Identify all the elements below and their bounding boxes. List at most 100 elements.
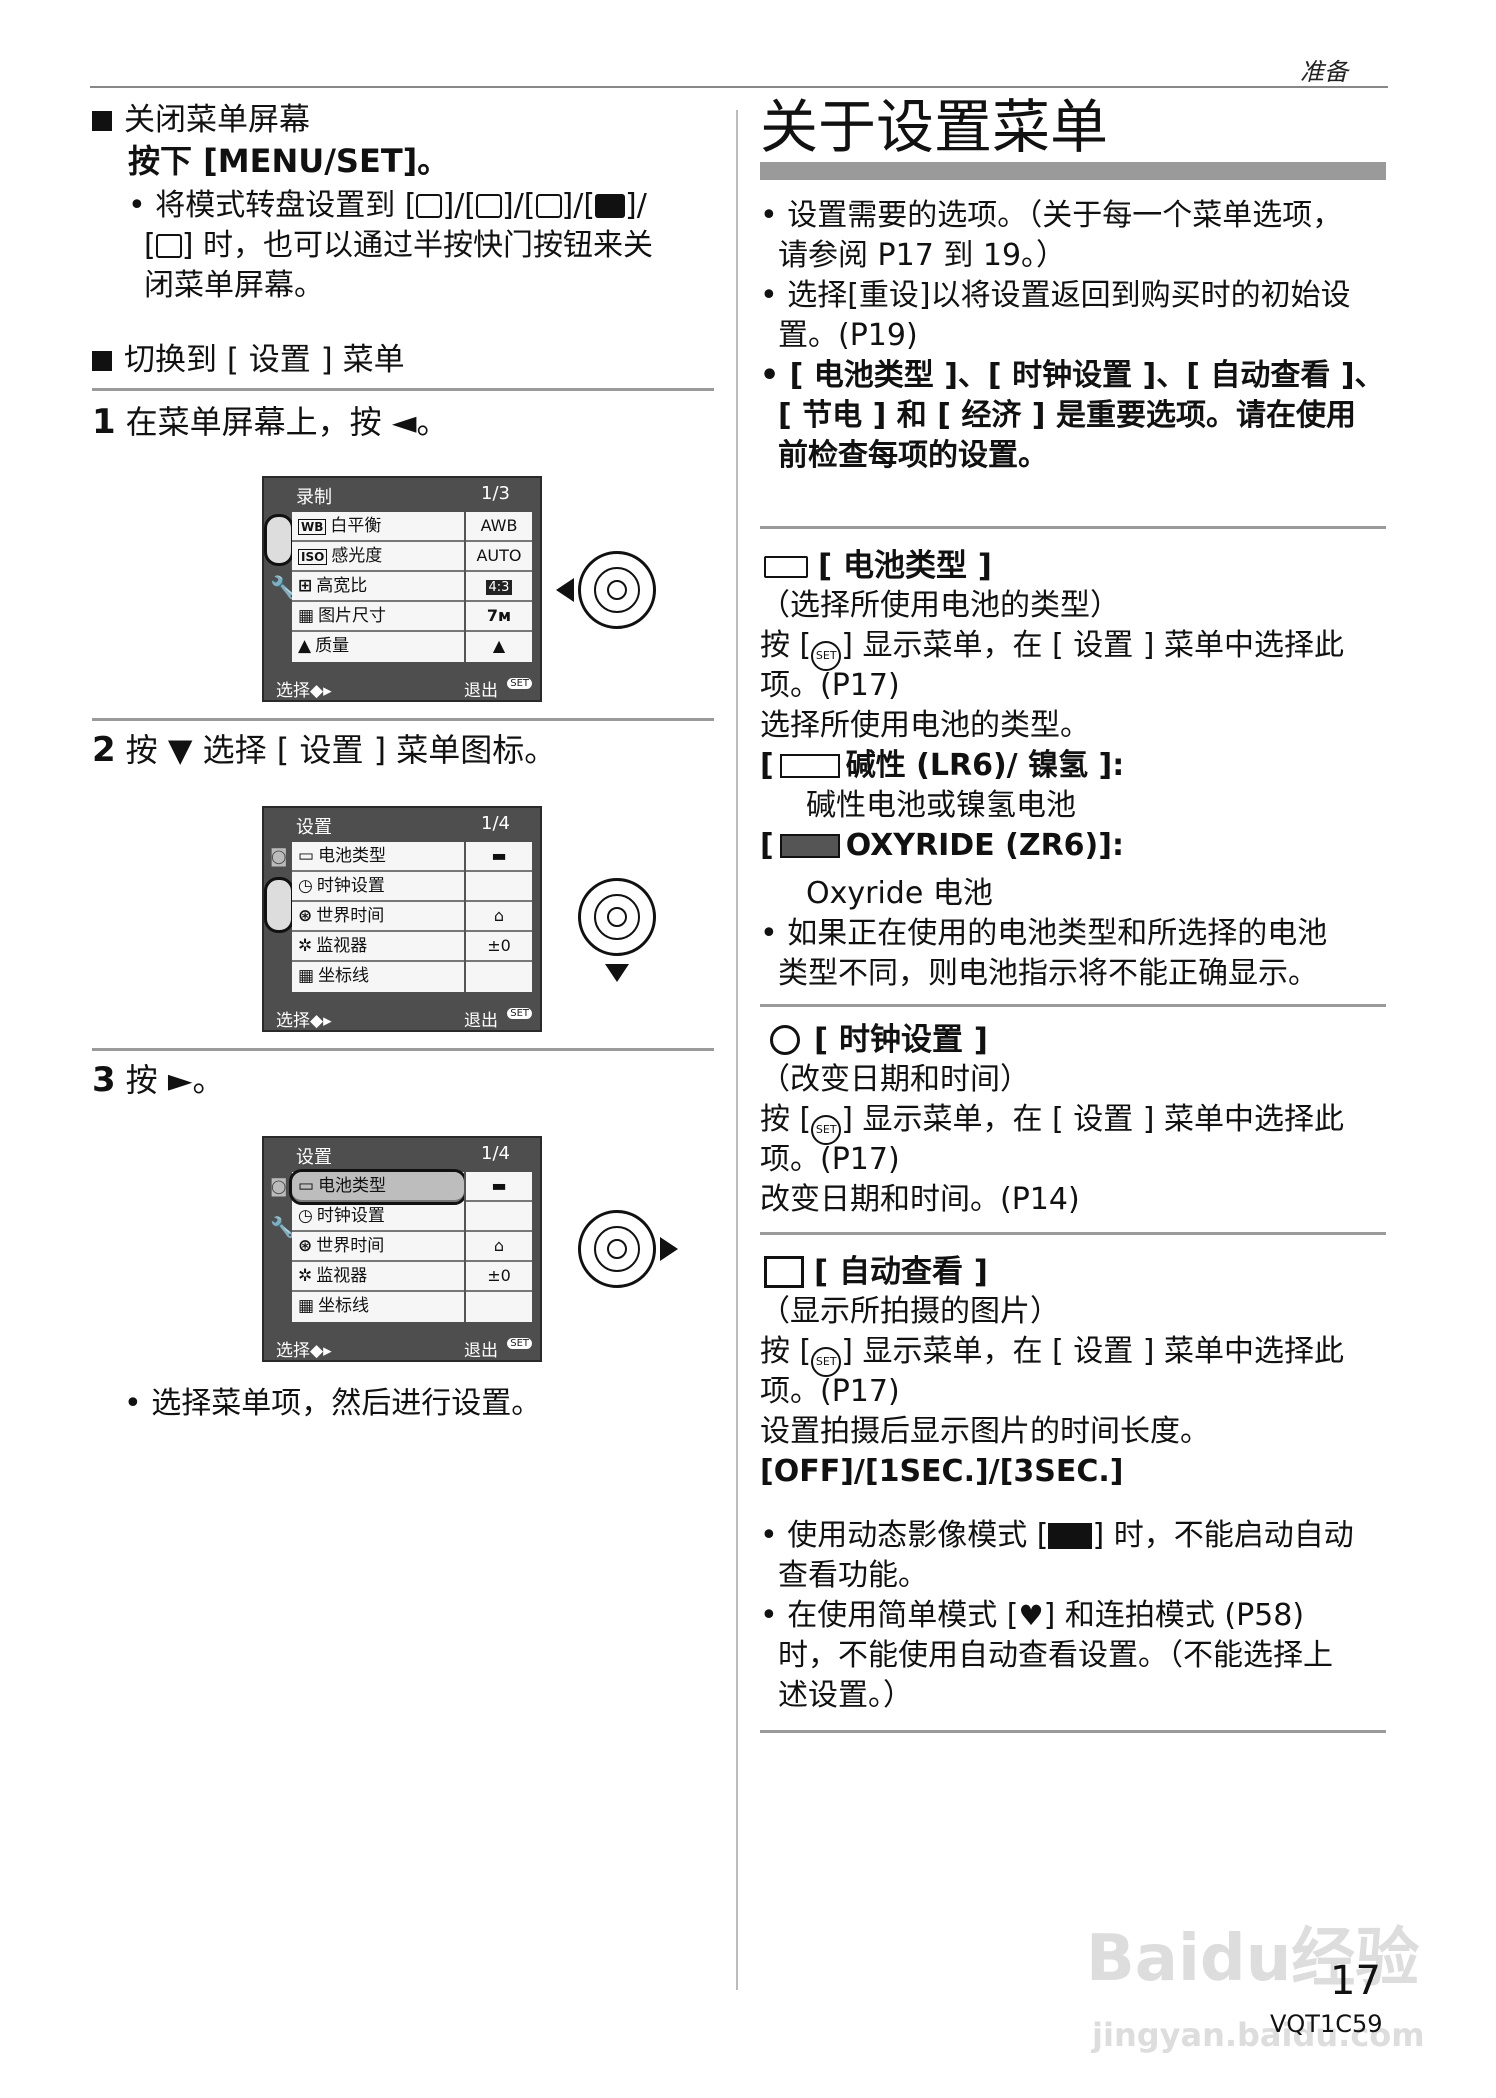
row-value: ±0 <box>466 1262 532 1292</box>
row-label: 时钟设置 <box>316 1206 385 1226</box>
note-text-d: ]/[ <box>561 188 596 223</box>
row-value <box>466 872 532 902</box>
step-number: 2 <box>92 730 116 770</box>
menu-set-button-icon: SET <box>811 1115 842 1145</box>
review-note-2-cont2: 述设置。） <box>778 1678 913 1713</box>
row-badge: WB <box>298 519 327 535</box>
screen-title: 录制 <box>296 487 332 508</box>
menu-row[interactable]: ▭电池类型 <box>292 842 464 872</box>
review-note-2-cont: 时，不能使用自动查看设置。（不能选择上 <box>778 1638 1333 1673</box>
review-press: 按 [SET] 显示菜单，在 [ 设置 ] 菜单中选择此 <box>760 1332 1344 1377</box>
menu-row[interactable]: ▦图片尺寸 <box>292 602 464 632</box>
review-desc: 设置拍摄后显示图片的时间长度。 <box>760 1414 1210 1449</box>
intro-line: • [ 电池类型 ]、[ 时钟设置 ]、[ 自动查看 ]、 <box>760 358 1385 393</box>
step-rule <box>92 1048 714 1051</box>
footer-select: 选择◆▸ <box>276 1011 332 1031</box>
row-value: AUTO <box>466 542 532 572</box>
battery-note: • 如果正在使用的电池类型和所选择的电池 <box>760 916 1328 951</box>
note-text: ] 和连拍模式 (P58) <box>1043 1598 1305 1633</box>
row-label: 世界时间 <box>316 906 385 926</box>
row-badge: ⊛ <box>298 1236 313 1256</box>
row-badge: ▦ <box>298 1296 315 1316</box>
review-note-1-cont: 查看功能。 <box>778 1558 928 1593</box>
clock-desc: 改变日期和时间。(P14) <box>760 1182 1080 1217</box>
battery-option-oxyride-desc: Oxyride 电池 <box>806 876 993 911</box>
menu-tabs: ◙ <box>264 844 294 933</box>
menu-row[interactable]: ⊛世界时间 <box>292 1232 464 1262</box>
set-button-icon: SET <box>507 678 532 689</box>
menu-row[interactable]: ◷时钟设置 <box>292 872 464 902</box>
row-label: 白平衡 <box>330 516 382 536</box>
header-rule <box>90 86 1388 88</box>
clock-press: 按 [SET] 显示菜单，在 [ 设置 ] 菜单中选择此 <box>760 1100 1344 1145</box>
motion-picture-icon <box>155 234 182 258</box>
row-value <box>466 962 532 992</box>
note-text-f: ] 时，也可以通过半按快门按钮来关 <box>181 228 653 263</box>
auto-mode-icon <box>476 194 502 218</box>
document-code: VQT1C59 <box>1270 2010 1383 2038</box>
press-b: ] 显示菜单，在 [ 设置 ] 菜单中选择此 <box>841 628 1345 663</box>
close-menu-note-line2: [] 时，也可以通过半按快门按钮来关 <box>144 228 653 263</box>
down-arrow-icon <box>605 964 629 982</box>
battery-option-alkaline: [碱性 (LR6)/ 镍氢 ]: <box>760 748 1125 783</box>
intro-line: 前检查每项的设置。 <box>778 438 1048 473</box>
auto-review-icon <box>764 1256 804 1288</box>
note-text: • 在使用简单模式 [ <box>760 1598 1019 1633</box>
screen-title: 设置 <box>296 1147 332 1168</box>
close-menu-press: 按下 [MENU/SET]。 <box>128 142 450 180</box>
camera-mode-icon <box>416 194 443 218</box>
row-badge: ▲ <box>298 636 312 656</box>
page-title: 关于设置菜单 <box>760 93 1109 161</box>
menu-row[interactable]: ▦坐标线 <box>292 962 464 992</box>
menu-tabs: ◙ 🔧 <box>270 1174 295 1239</box>
note-text: ] 时，不能启动自动 <box>1092 1518 1354 1553</box>
set-button-icon: SET <box>507 1008 532 1019</box>
press-a: 按 [ <box>760 1334 812 1369</box>
intro-line: • 选择[重设]以将设置返回到购买时的初始设 <box>760 278 1351 313</box>
menu-row[interactable]: ▦坐标线 <box>292 1292 464 1322</box>
section-rule <box>760 526 1386 529</box>
screen-title: 设置 <box>296 817 332 838</box>
footer-exit: 退出 <box>464 1341 498 1361</box>
row-badge: ▭ <box>298 846 315 866</box>
intro-line: 置。(P19) <box>778 318 918 353</box>
motion-picture-icon <box>1048 1523 1093 1549</box>
row-badge: ✲ <box>298 1266 313 1286</box>
intro-line: • 设置需要的选项。（关于每一个菜单选项， <box>760 198 1343 233</box>
row-badge: ⊛ <box>298 906 313 926</box>
footer-select: 选择◆▸ <box>276 1341 332 1361</box>
section-rule <box>760 1004 1386 1007</box>
screen-page: 1/4 <box>481 813 510 834</box>
row-label: 坐标线 <box>318 966 370 986</box>
screen-footer: 选择◆▸ 退出 SET <box>264 1002 540 1031</box>
battery-press-ref: 项。(P17) <box>760 668 900 703</box>
set-button-icon: SET <box>507 1338 532 1349</box>
menu-row[interactable]: ◷时钟设置 <box>292 1202 464 1232</box>
row-value: ±0 <box>466 932 532 962</box>
menu-values: ▬ ⌂ ±0 <box>464 1172 532 1322</box>
step-text: 按 ▼ 选择 [ 设置 ] 菜单图标。 <box>125 731 557 769</box>
record-tab-icon <box>264 514 294 566</box>
press-a: 按 [ <box>760 628 812 663</box>
row-label: 电池类型 <box>318 1176 387 1196</box>
step-text: 在菜单屏幕上，按 ◄。 <box>125 403 449 441</box>
menu-set-button-icon: SET <box>811 641 842 671</box>
menu-row[interactable]: ⊛世界时间 <box>292 902 464 932</box>
row-value: ⌂ <box>466 902 532 932</box>
menu-row[interactable]: ✲监视器 <box>292 1262 464 1292</box>
battery-press: 按 [SET] 显示菜单，在 [ 设置 ] 菜单中选择此 <box>760 626 1344 671</box>
menu-values: AWB AUTO 4:3 7м ▲ <box>464 512 532 662</box>
menu-row[interactable]: ▲质量 <box>292 632 464 662</box>
menu-row[interactable]: ✲监视器 <box>292 932 464 962</box>
menu-row-selected[interactable]: ▭电池类型 <box>289 1169 467 1205</box>
review-title: [ 自动查看 ] <box>764 1252 988 1292</box>
clock-icon <box>770 1025 800 1055</box>
footer-exit: 退出 <box>464 1011 498 1031</box>
menu-row[interactable]: ⊞高宽比 <box>292 572 464 602</box>
